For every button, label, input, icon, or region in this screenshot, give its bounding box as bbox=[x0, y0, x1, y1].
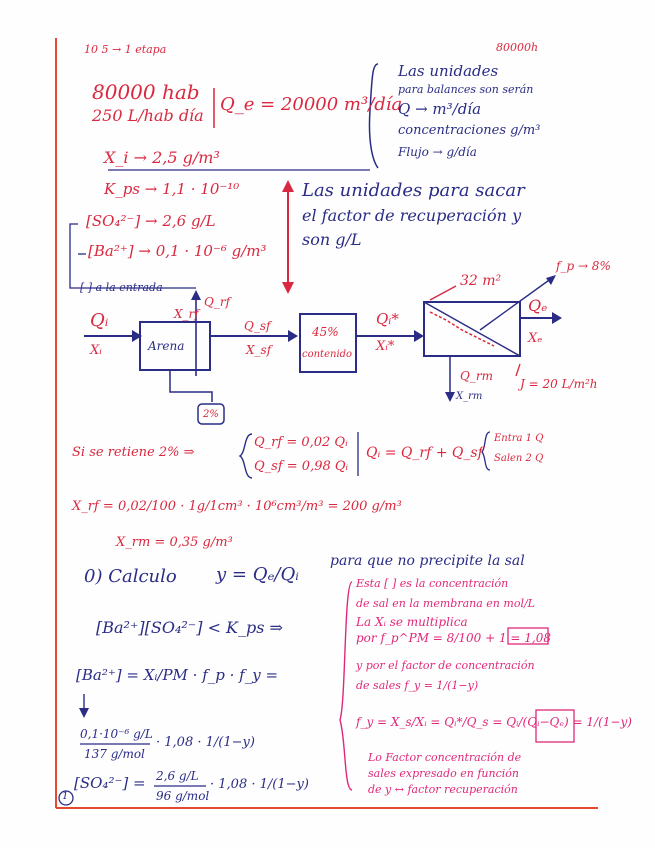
label-flux: J = 20 L/m²h bbox=[520, 378, 598, 390]
recovery-l2: el factor de recuperación y bbox=[302, 208, 521, 224]
label-qrf: Q_rf bbox=[204, 296, 230, 308]
note-l5: y por el factor de concentración bbox=[356, 660, 535, 671]
label-xi-star: Xᵢ* bbox=[376, 340, 394, 353]
stages-note: 10 5 → 1 etapa bbox=[84, 44, 166, 55]
so4-denominator: 96 g/mol bbox=[156, 790, 209, 802]
xrm-value: X_rm = 0,35 g/m³ bbox=[116, 536, 233, 549]
label-area: 32 m² bbox=[460, 274, 501, 288]
balance-eq: Qᵢ = Q_rf + Q_sf bbox=[366, 446, 483, 460]
recovery-l1: Las unidades para sacar bbox=[302, 182, 525, 200]
note-l8: Lo Factor concentración de bbox=[368, 752, 521, 763]
note-l6: de sales f_y = 1/(1−y) bbox=[356, 680, 478, 691]
inlet-note: [ ] a la entrada bbox=[80, 282, 163, 293]
note-l9: sales expresado en función bbox=[368, 768, 519, 779]
label-tank: contenido bbox=[302, 350, 352, 360]
recovery-l3: son g/L bbox=[302, 232, 362, 248]
calc-heading: 0) Calculo bbox=[84, 568, 177, 586]
circled-number: 1 bbox=[62, 792, 68, 802]
label-fp: f_p → 8% bbox=[556, 260, 611, 272]
label-xe: Xₑ bbox=[528, 332, 542, 345]
so4-tail: · 1,08 · 1/(1−y) bbox=[210, 778, 309, 791]
note-l4: por f_p^PM = 8/100 + 1 = 1,08 bbox=[356, 632, 551, 644]
inequality: [Ba²⁺][SO₄²⁻] < K_ps ⇒ bbox=[96, 620, 283, 636]
ba-numerator: 0,1·10⁻⁶ g/L bbox=[80, 728, 153, 740]
units-l4: concentraciones g/m³ bbox=[398, 124, 540, 137]
label-sand: Arena bbox=[148, 340, 184, 352]
balance-note-1: Entra 1 Q bbox=[494, 434, 543, 444]
tank-box bbox=[300, 314, 356, 372]
note-l2: de sal en la membrana en mol/L bbox=[356, 598, 535, 609]
y-equation: y = Qₑ/Qᵢ bbox=[216, 566, 299, 584]
per-capita: 250 L/hab día bbox=[92, 108, 204, 124]
kps-value: K_ps → 1,1 · 10⁻¹⁰ bbox=[104, 182, 239, 197]
qsf-eq: Q_sf = 0,98 Qᵢ bbox=[254, 460, 348, 473]
balance-note-2: Salen 2 Q bbox=[494, 454, 543, 464]
label-qrm: Q_rm bbox=[460, 370, 493, 382]
label-tank-pct: 45% bbox=[312, 326, 339, 338]
calc-suffix: para que no precipite la sal bbox=[330, 554, 525, 568]
ba-equation: [Ba²⁺] = Xᵢ/PM · f_p · f_y = bbox=[76, 668, 278, 683]
units-l1: Las unidades bbox=[398, 64, 498, 79]
units-l2: para balances son serán bbox=[398, 84, 533, 95]
label-qsf: Q_sf bbox=[244, 320, 270, 332]
so4-value: [SO₄²⁻] → 2,6 g/L bbox=[86, 214, 216, 229]
retention-text: Si se retiene 2% ⇒ bbox=[72, 446, 195, 459]
label-qi: Qᵢ bbox=[90, 312, 108, 330]
ba-tail: · 1,08 · 1/(1−y) bbox=[156, 736, 255, 749]
note-l1: Esta [ ] es la concentración bbox=[356, 578, 508, 589]
label-xi: Xᵢ bbox=[90, 344, 102, 357]
ba-value: [Ba²⁺] → 0,1 · 10⁻⁶ g/m³ bbox=[88, 244, 267, 259]
so4-lhs: [SO₄²⁻] = bbox=[74, 776, 146, 791]
label-qi-star: Qᵢ* bbox=[376, 312, 399, 327]
xrf-calc: X_rf = 0,02/100 · 1g/1cm³ · 10⁶cm³/m³ = … bbox=[72, 500, 402, 513]
qrf-eq: Q_rf = 0,02 Qᵢ bbox=[254, 436, 348, 449]
note-l3: La Xᵢ se multiplica bbox=[356, 616, 468, 628]
capacity-note: 80000h bbox=[496, 42, 538, 53]
units-bracket bbox=[369, 64, 378, 168]
flow-result: Q_e = 20000 m³/día bbox=[220, 96, 402, 114]
label-xsf: X_sf bbox=[246, 344, 271, 356]
label-xrm: X_rm bbox=[456, 392, 482, 402]
xi-value: X_i → 2,5 g/m³ bbox=[104, 150, 220, 166]
note-l10: de y ↔ factor recuperación bbox=[368, 784, 518, 795]
label-waste-pct: 2% bbox=[203, 410, 219, 420]
membrane-box bbox=[424, 302, 520, 356]
units-l3: Q → m³/día bbox=[398, 102, 481, 117]
label-qe: Qₑ bbox=[528, 298, 547, 314]
units-l5: Flujo → g/día bbox=[398, 146, 477, 158]
so4-numerator: 2,6 g/L bbox=[156, 770, 199, 782]
label-xrf: X_rf bbox=[174, 308, 199, 320]
note-l7: f_y = X_s/Xᵢ = Qᵢ*/Q_s = Qᵢ/(Qᵢ−Qₑ) = 1/… bbox=[356, 716, 632, 728]
ba-denominator: 137 g/mol bbox=[84, 748, 145, 760]
population: 80000 hab bbox=[92, 82, 200, 102]
